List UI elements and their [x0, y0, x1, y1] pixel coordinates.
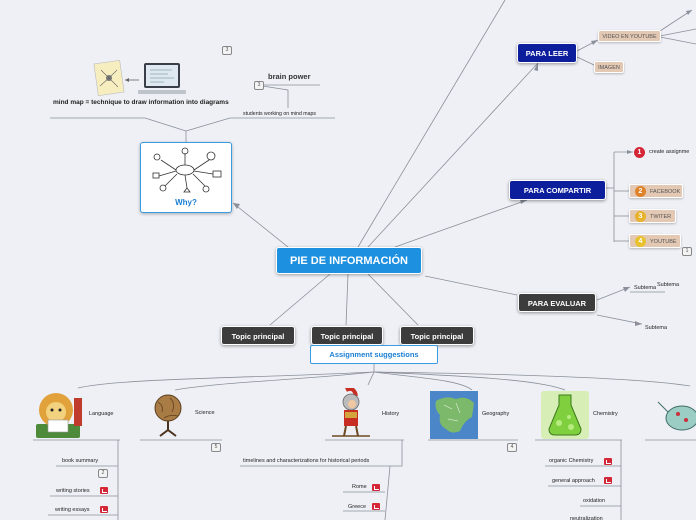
number-2-icon: 2 — [635, 186, 646, 197]
roman-soldier-icon — [332, 388, 370, 437]
book-summary-node[interactable]: book summary — [62, 458, 99, 464]
language-node[interactable]: Language — [89, 411, 114, 417]
task-icon — [372, 484, 380, 491]
why-count-badge: 3 — [222, 46, 232, 55]
compartir-count-badge: 1 — [682, 247, 692, 256]
timelines-node[interactable]: timelines and characterizations for hist… — [243, 458, 370, 464]
imagen-node[interactable]: IMAGEN — [594, 61, 624, 73]
number-1-icon: 1 — [634, 147, 645, 158]
para-leer-node[interactable]: PARA LEER — [517, 43, 577, 63]
youtube-node[interactable]: 4 YOUTUBE — [629, 234, 681, 248]
facebook-label: FACEBOOK — [650, 189, 681, 195]
globe-icon — [154, 394, 182, 437]
geography-node[interactable]: Geography — [482, 411, 510, 417]
assignment-suggestions-node[interactable]: Assignment suggestions — [310, 345, 438, 364]
language-count-badge: 2 — [98, 469, 108, 478]
students-node[interactable]: students working on mind maps — [243, 111, 316, 117]
geography-count-badge: 4 — [507, 443, 517, 452]
brain-power-count-badge: 3 — [254, 81, 264, 90]
mind-map-sketch-icon — [152, 147, 222, 193]
task-icon — [100, 487, 108, 494]
task-icon — [604, 477, 612, 484]
create-assignment-node[interactable]: create assignme — [649, 149, 690, 155]
subtema-node-1[interactable]: Subtema — [634, 285, 657, 291]
number-4-icon: 4 — [635, 236, 646, 247]
facebook-node[interactable]: 2 FACEBOOK — [629, 184, 683, 198]
why-label: Why? — [175, 198, 197, 207]
central-topic[interactable]: PIE DE INFORMACIÓN — [276, 247, 422, 274]
chemistry-node[interactable]: Chemistry — [593, 411, 618, 417]
rome-node[interactable]: Rome — [352, 484, 367, 490]
lion-reading-icon — [36, 393, 82, 438]
topic-principal-3[interactable]: Topic principal — [400, 326, 474, 345]
subtema-node-1b[interactable]: Subtema — [657, 282, 680, 288]
line-central-why — [232, 202, 299, 256]
history-node[interactable]: History — [382, 411, 400, 417]
twiter-label: TWITER — [650, 214, 672, 220]
task-icon — [604, 458, 612, 465]
microbe-icon — [657, 401, 696, 431]
twiter-node[interactable]: 3 TWITER — [629, 209, 676, 223]
oxidation-node[interactable]: oxidation — [583, 498, 606, 504]
video-youtube-node[interactable]: VIDEO EN YOUTUBE — [598, 30, 661, 42]
para-compartir-node[interactable]: PARA COMPARTIR — [509, 180, 606, 200]
subtema-node-2[interactable]: Subtema — [645, 325, 668, 331]
neutralization-node[interactable]: neutralization — [570, 516, 603, 520]
writing-essays-node[interactable]: writing essays — [55, 507, 90, 513]
greece-node[interactable]: Greece — [348, 504, 367, 510]
topic-principal-1[interactable]: Topic principal — [221, 326, 295, 345]
europe-map-icon — [430, 391, 478, 439]
topic-principal-2[interactable]: Topic principal — [311, 326, 383, 345]
brain-power-node[interactable]: brain power — [268, 72, 311, 81]
diagram-illustration-icon — [93, 60, 186, 96]
task-icon — [372, 503, 380, 510]
task-icon — [100, 506, 108, 513]
writing-stories-node[interactable]: writing stories — [56, 488, 90, 494]
number-3-icon: 3 — [635, 211, 646, 222]
science-count-badge: 5 — [211, 443, 221, 452]
para-evaluar-node[interactable]: PARA EVALUAR — [518, 293, 596, 312]
mind-map-definition[interactable]: mind map = technique to draw information… — [53, 99, 229, 106]
chemistry-flask-icon — [541, 391, 589, 439]
science-node[interactable]: Science — [195, 410, 215, 416]
why-node[interactable]: Why? — [140, 142, 232, 213]
general-approach-node[interactable]: general approach — [552, 478, 595, 484]
organic-chemistry-node[interactable]: organic Chemistry — [549, 458, 594, 464]
youtube-label: YOUTUBE — [650, 239, 677, 245]
